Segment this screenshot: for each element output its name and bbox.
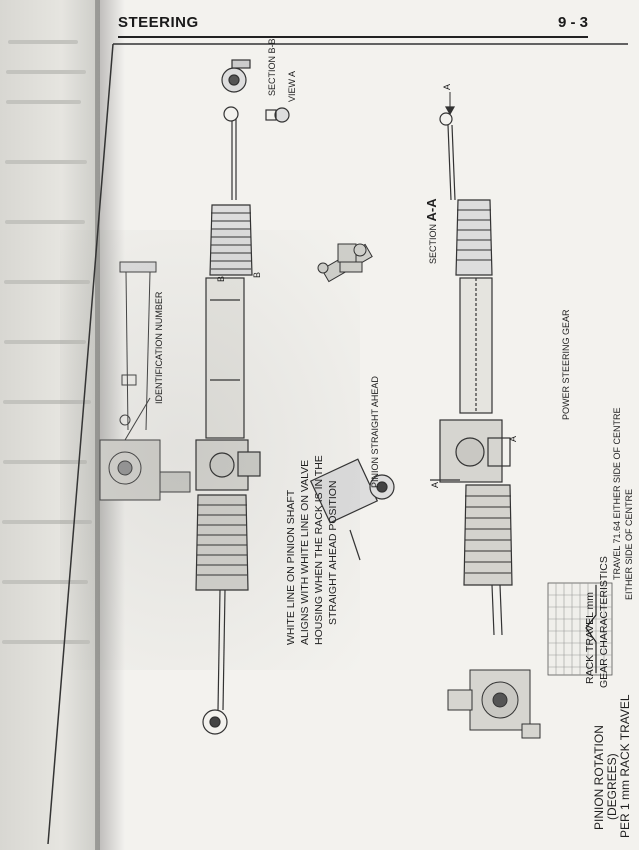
label-travel-line-1: TRAVEL 71.64 EITHER SIDE OF CENTRE (612, 407, 622, 580)
facing-page (0, 0, 112, 850)
label-white-line-3: HOUSING WHEN THE RACK IS IN THE (313, 455, 325, 645)
exploded-valve (317, 243, 373, 283)
section-aa-prefix: SECTION (428, 223, 438, 264)
gear-characteristics-graph (547, 582, 613, 676)
page-gutter-shadow (95, 0, 125, 850)
label-travel-line-2: EITHER SIDE OF CENTRE (624, 488, 634, 600)
gear-side-view (99, 261, 191, 501)
label-rack-travel: RACK TRAVEL mm (584, 592, 596, 684)
section-bb-parts (221, 59, 290, 123)
rack-assembly-section-aa (430, 92, 513, 636)
label-pinion-rotation-3: PER 1 mm RACK TRAVEL (618, 694, 632, 838)
label-gear-characteristics: GEAR CHARACTERISTICS (598, 556, 610, 688)
label-white-line-2: ALIGNS WITH WHITE LINE ON VALVE (299, 459, 311, 645)
page-header: STEERING 9 - 3 (118, 14, 588, 38)
label-white-line-4: STRAIGHT AHEAD POSITION (327, 480, 339, 626)
marker-a-right: A (508, 435, 518, 442)
marker-a-top: A (442, 83, 452, 90)
section-bb-text: SECTION B-B (267, 38, 277, 96)
marker-b-right: B (252, 271, 262, 278)
label-section-aa: SECTION A-A (424, 198, 439, 264)
marker-a-left: A (430, 481, 440, 488)
label-power-steering-gear: POWER STEERING GEAR (561, 309, 571, 420)
section-title: STEERING (118, 14, 199, 31)
rack-assembly-left (195, 106, 261, 735)
label-view-a: VIEW A (287, 70, 297, 102)
section-aa-letters: A-A (424, 198, 439, 222)
manual-page (100, 0, 639, 850)
label-section-bb: SECTION B-B (267, 38, 277, 96)
marker-b-left: B (216, 275, 226, 282)
page-number: 9 - 3 (557, 14, 588, 31)
label-identification-number: IDENTIFICATION NUMBER (154, 291, 164, 404)
pinion-straight-view (309, 458, 395, 561)
label-pinion-straight-ahead: PINION STRAIGHT AHEAD (370, 376, 380, 488)
label-white-line-1: WHITE LINE ON PINION SHAFT (285, 489, 297, 645)
gear-assembly-bottom (447, 669, 541, 739)
